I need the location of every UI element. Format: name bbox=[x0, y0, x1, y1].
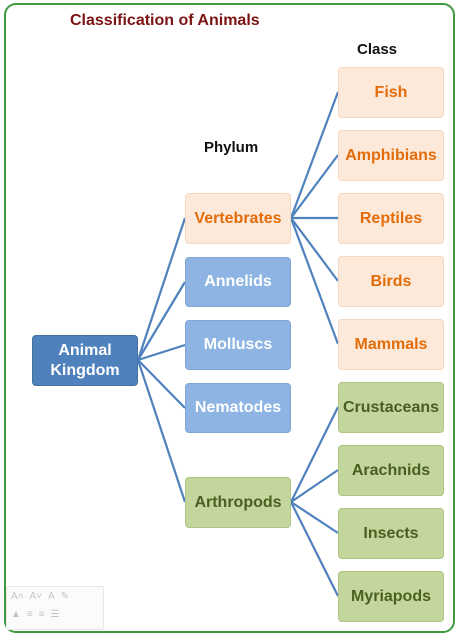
connector-arthropods-insects bbox=[290, 501, 339, 534]
bullets-icon[interactable]: ☰ bbox=[50, 609, 60, 620]
connector-root-annelids bbox=[137, 281, 186, 361]
indent-decrease-icon[interactable]: ≡ bbox=[26, 609, 33, 620]
font-color-icon[interactable]: A bbox=[48, 591, 55, 602]
phylum-label: Molluscs bbox=[203, 336, 273, 354]
phylum-node-vertebrates: Vertebrates bbox=[185, 193, 291, 244]
connector-arthropods-arachnids bbox=[290, 469, 339, 503]
class-header: Class bbox=[357, 41, 398, 58]
class-node-birds: Birds bbox=[338, 256, 444, 307]
class-node-amphibians: Amphibians bbox=[338, 130, 444, 181]
class-label: Mammals bbox=[354, 335, 428, 353]
phylum-node-annelids: Annelids bbox=[185, 257, 291, 307]
diagram-title: Classification of Animals bbox=[70, 12, 260, 29]
indent-increase-icon[interactable]: ≡ bbox=[38, 609, 45, 620]
class-label: Crustaceans bbox=[342, 398, 440, 416]
connector-vertebrates-mammals bbox=[289, 217, 340, 345]
root-label: Animal Kingdom bbox=[50, 342, 120, 379]
class-label: Birds bbox=[370, 272, 412, 290]
class-label: Reptiles bbox=[359, 209, 423, 227]
connector-root-molluscs bbox=[137, 343, 186, 362]
phylum-header: Phylum bbox=[204, 139, 259, 156]
connector-vertebrates-amphibians bbox=[290, 154, 339, 219]
root-node-animal-kingdom: Animal Kingdom bbox=[32, 335, 138, 386]
class-node-crustaceans: Crustaceans bbox=[338, 382, 444, 433]
phylum-label: Vertebrates bbox=[194, 209, 282, 227]
format-painter-icon[interactable]: ✎ bbox=[60, 591, 70, 602]
class-node-reptiles: Reptiles bbox=[338, 193, 444, 244]
class-node-arachnids: Arachnids bbox=[338, 445, 444, 496]
class-node-mammals: Mammals bbox=[338, 319, 444, 370]
phylum-label: Arthropods bbox=[194, 493, 282, 511]
class-label: Myriapods bbox=[350, 587, 431, 605]
mini-format-toolbar: A˄ A˅ A ✎ ▲ ≡ ≡ ☰ bbox=[6, 586, 104, 630]
phylum-label: Nematodes bbox=[194, 399, 282, 417]
class-label: Insects bbox=[363, 524, 419, 542]
highlight-icon[interactable]: ▲ bbox=[11, 609, 21, 620]
class-label: Arachnids bbox=[351, 461, 431, 479]
phylum-node-molluscs: Molluscs bbox=[185, 320, 291, 370]
phylum-node-arthropods: Arthropods bbox=[185, 477, 291, 528]
font-shrink-icon[interactable]: A˅ bbox=[29, 591, 43, 602]
connector-arthropods-crustaceans bbox=[290, 406, 339, 503]
connector-root-arthropods bbox=[136, 359, 187, 503]
class-label: Amphibians bbox=[345, 146, 437, 164]
connector-root-nematodes bbox=[137, 359, 186, 409]
connector-arthropods-myriapods bbox=[290, 501, 339, 597]
class-node-fish: Fish bbox=[338, 67, 444, 118]
connector-root-vertebrates bbox=[136, 217, 187, 361]
connector-vertebrates-fish bbox=[289, 91, 340, 219]
phylum-node-nematodes: Nematodes bbox=[185, 383, 291, 433]
class-node-insects: Insects bbox=[338, 508, 444, 559]
font-grow-icon[interactable]: A˄ bbox=[11, 591, 24, 602]
phylum-label: Annelids bbox=[204, 273, 272, 291]
diagram-frame bbox=[4, 3, 455, 633]
class-label: Fish bbox=[374, 83, 408, 101]
class-node-myriapods: Myriapods bbox=[338, 571, 444, 622]
connector-vertebrates-birds bbox=[290, 217, 339, 282]
